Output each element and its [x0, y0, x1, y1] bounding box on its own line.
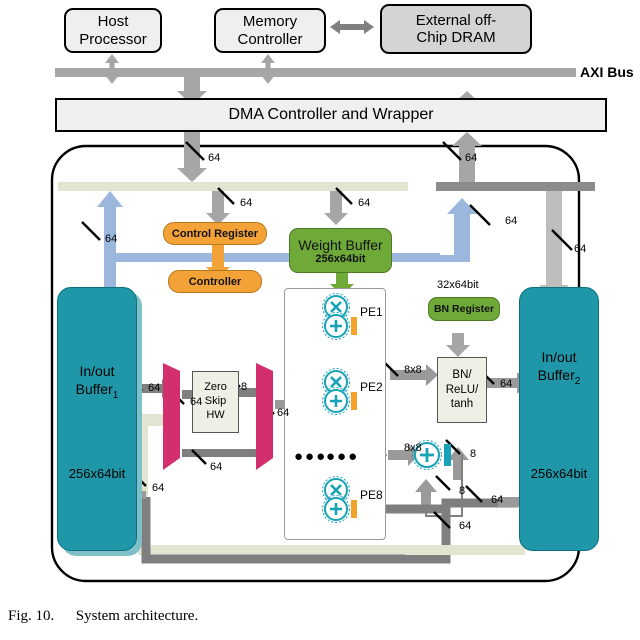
bitwidth-label-beige-to-weightbuf: 64	[358, 197, 371, 209]
pe1-adder	[322, 312, 350, 340]
bitwidth-label-buffer1-feedback: 64	[152, 482, 165, 494]
pe8-register	[351, 500, 357, 518]
bitwidth-label-zeroskip-to-mux2: 8	[241, 381, 248, 393]
pe2-register	[351, 392, 357, 410]
block-dma-controller[interactable]: DMA Controller and Wrapper	[55, 98, 607, 132]
line-pe-bottom-gray2	[441, 498, 518, 513]
arrow-accumulator-to-activation	[447, 447, 469, 480]
activation-line2: ReLU/	[445, 383, 479, 396]
pe2-adder	[322, 387, 350, 415]
dma-controller-label: DMA Controller and Wrapper	[228, 106, 434, 123]
block-in-out-buffer-1[interactable]: In/out Buffer1 256x64bit	[57, 287, 137, 551]
weight-buffer-size: 256x64bit	[315, 252, 366, 265]
accumulator-register	[444, 444, 451, 466]
bitwidth-label-mux1-to-zeroskip: 64	[190, 396, 203, 408]
internal-gray-bus	[436, 182, 595, 191]
arrow-pe-to-activation	[390, 364, 438, 386]
external-dram-label: External off- Chip DRAM	[415, 11, 497, 46]
bitwidth-label-buffer1-to-mux1: 64	[148, 382, 161, 394]
arrow-bus-to-control-register	[206, 191, 230, 225]
arrow-bus-to-weight-buffer	[324, 191, 348, 225]
block-bn-register[interactable]: BN Register	[428, 297, 500, 321]
arrow-dma-to-internal-bus	[177, 132, 207, 182]
buffer2-index: 2	[574, 375, 581, 387]
block-controller[interactable]: Controller	[168, 270, 262, 293]
bitwidth-label-bypass-64: 64	[210, 461, 223, 473]
arrow-pe-to-accumulator	[388, 444, 419, 466]
buffer1-name: In/out	[79, 363, 115, 379]
line-return-gray	[141, 497, 451, 564]
control-register-label: Control Register	[171, 227, 259, 240]
arrow-bnreg-to-activation	[446, 333, 470, 357]
bitwidth-label-acc-fb-8: 8	[459, 485, 466, 497]
zero-skip-line2: Skip	[204, 395, 227, 408]
block-control-register[interactable]: Control Register	[163, 222, 267, 245]
bitwidth-label-buffer1-bidir: 64	[105, 233, 118, 245]
pe-label-2: PE2	[360, 380, 383, 394]
bitwidth-label-weightbuf-to-graybar: 64	[505, 215, 518, 227]
buffer1-size: 256x64bit	[68, 465, 126, 481]
pe1-register	[351, 317, 357, 335]
memory-controller-label: Memory Controller	[237, 13, 303, 48]
pe-label-1: PE1	[360, 305, 383, 319]
buffer2-sub: Buffer	[537, 367, 575, 384]
bus-blue-riser-to-graybar	[440, 198, 477, 262]
bitwidth-label-pe-out-to-buffer2: 64	[491, 494, 504, 506]
buffer1-sub: Buffer	[75, 381, 113, 398]
arrow-graybar-to-buffer2	[539, 191, 569, 299]
bitwidth-label-acc-to-bn-8: 8	[470, 448, 477, 460]
bitwidth-label-beige-to-ctrlreg: 64	[240, 197, 253, 209]
bn-register-size-label: 32x64bit	[437, 279, 479, 291]
block-in-out-buffer-2[interactable]: In/out Buffer2 256x64bit	[519, 287, 599, 551]
internal-beige-bus	[58, 182, 408, 191]
arrow-activation-to-buffer2	[487, 372, 529, 394]
weight-buffer-title: Weight Buffer	[298, 236, 383, 253]
bn-register-title: BN Register	[433, 303, 495, 315]
zero-skip-line1: Zero	[204, 381, 227, 394]
bitwidth-label-pe-row-bot-8x8: 8x8	[404, 442, 422, 454]
bitwidth-label-graybar-to-buffer2: 64	[574, 243, 587, 255]
bitwidth-label-mux2-out: 64	[277, 407, 290, 419]
pe-ellipsis-right: ●●●	[326, 448, 360, 465]
bitwidth-label-dma-to-beige-bus: 64	[208, 152, 221, 164]
block-zero-skip-hw[interactable]: Zero Skip HW	[192, 371, 239, 433]
block-external-dram[interactable]: External off- Chip DRAM	[380, 4, 532, 54]
accumulator-adder	[412, 440, 442, 470]
block-activation-unit[interactable]: BN/ ReLU/ tanh	[437, 357, 487, 423]
pe-ellipsis-left: ●●●	[294, 448, 328, 465]
arrow-accumulator-feedback	[415, 479, 437, 506]
block-weight-buffer[interactable]: Weight Buffer 256x64bit	[289, 228, 392, 273]
axi-bus-bar	[55, 68, 576, 77]
bitwidth-label-bottom-return-64: 64	[459, 520, 472, 532]
activation-line3: tanh	[450, 398, 474, 411]
bitwidth-label-bn-to-buffer2: 64	[500, 378, 513, 390]
caption-text: System architecture.	[75, 608, 199, 624]
bus-buffer1-bidirectional	[97, 191, 123, 311]
zero-skip-line3: HW	[206, 408, 225, 421]
bitwidth-label-pe-row-top-8x8: 8x8	[404, 364, 422, 376]
bitwidth-label-graybar-from-dma: 64	[465, 152, 478, 164]
pe-label-8: PE8	[360, 488, 383, 502]
mux-output-select[interactable]	[256, 363, 273, 470]
activation-line1: BN/	[452, 368, 472, 381]
mux-input-select[interactable]	[163, 363, 180, 470]
figure-caption: Fig. 10. System architecture.	[8, 608, 198, 625]
arrow-graybar-to-dma	[452, 132, 482, 182]
controller-label: Controller	[188, 275, 242, 288]
buffer2-name: In/out	[541, 349, 577, 365]
arrow-memctrl-to-dram	[330, 20, 374, 34]
caption-label: Fig. 10.	[8, 608, 55, 624]
block-memory-controller[interactable]: Memory Controller	[214, 8, 326, 53]
buffer2-size: 256x64bit	[530, 465, 588, 481]
bus-blue-horizontal	[110, 253, 440, 262]
host-processor-label: Host Processor	[79, 13, 147, 48]
pe2-multiplier	[322, 368, 350, 396]
pe8-adder	[322, 495, 350, 523]
block-host-processor[interactable]: Host Processor	[64, 8, 162, 53]
axi-bus-label: AXI Bus	[580, 64, 634, 80]
buffer1-index: 1	[112, 389, 119, 401]
arrow-mux1-bypass-to-mux2	[182, 444, 266, 462]
